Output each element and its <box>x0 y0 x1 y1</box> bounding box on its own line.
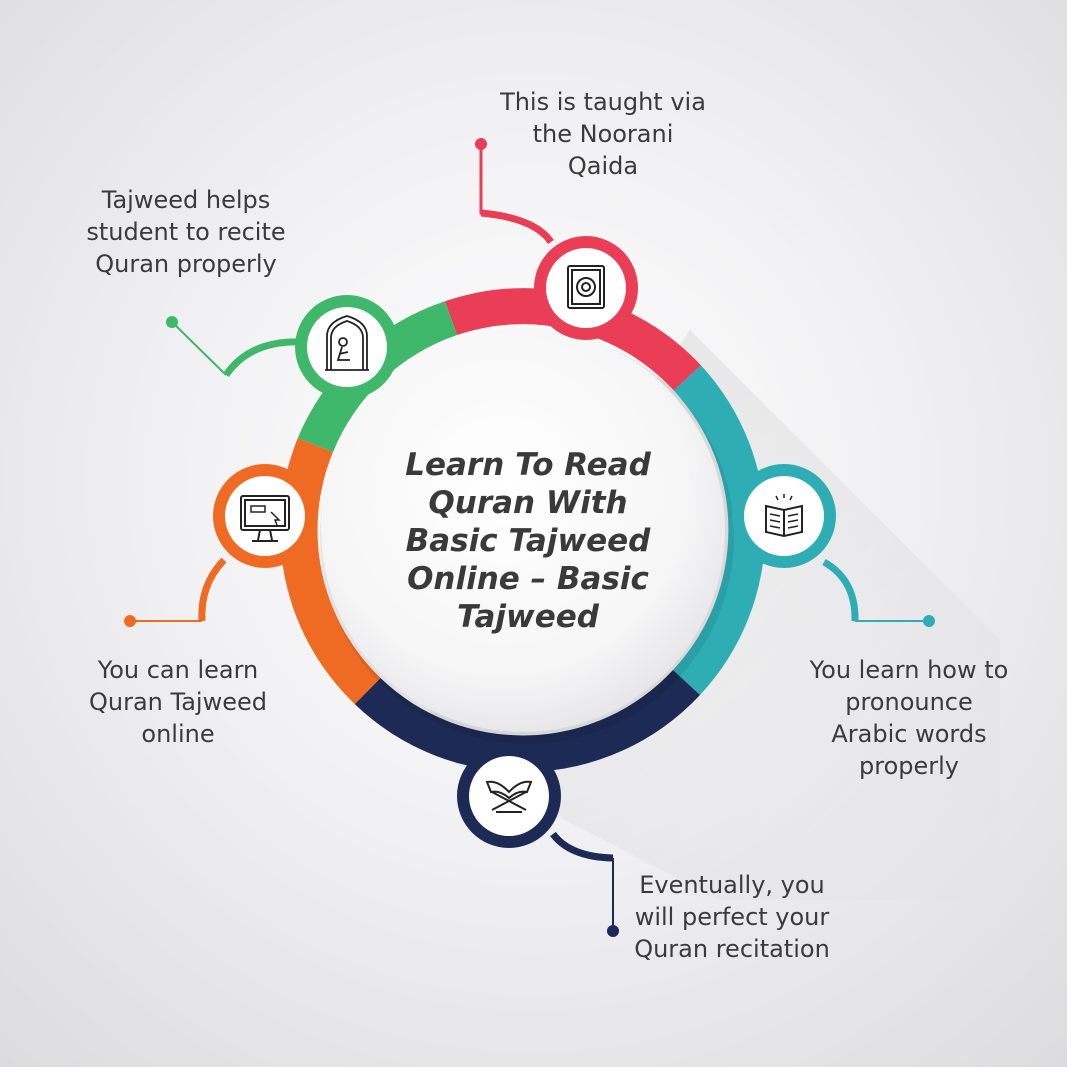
connector-navy <box>550 831 619 937</box>
badge-navy <box>457 744 561 848</box>
step-label-noorani: This is taught via the Noorani Qaida <box>500 88 706 180</box>
step-label-perfect: Eventually, you will perfect your Quran … <box>634 871 830 963</box>
center-title: Learn To Read Quran With Basic Tajweed O… <box>405 447 651 635</box>
connector-orange <box>124 557 227 627</box>
step-label-online: You can learn Quran Tajweed online <box>89 656 267 748</box>
badge-green <box>295 295 399 399</box>
badge-orange <box>213 464 317 568</box>
open-book-icon <box>765 494 803 538</box>
badge-teal <box>732 464 836 568</box>
quran-book-icon <box>567 265 605 309</box>
praying-person-icon <box>325 315 369 371</box>
connector-teal <box>822 558 935 627</box>
computer-monitor-icon <box>240 495 290 542</box>
connector-green <box>166 316 303 378</box>
center-disc <box>321 328 725 732</box>
step-label-recite: Tajweed helps student to recite Quran pr… <box>86 186 286 278</box>
quran-stand-icon <box>485 780 533 813</box>
badge-red <box>534 236 638 340</box>
ring-segment-teal <box>673 365 766 695</box>
connector-red <box>475 138 554 245</box>
ring-segment-navy <box>354 670 700 773</box>
ring-segment-red <box>444 288 701 391</box>
step-label-pronounce: You learn how to pronounce Arabic words … <box>809 656 1009 780</box>
